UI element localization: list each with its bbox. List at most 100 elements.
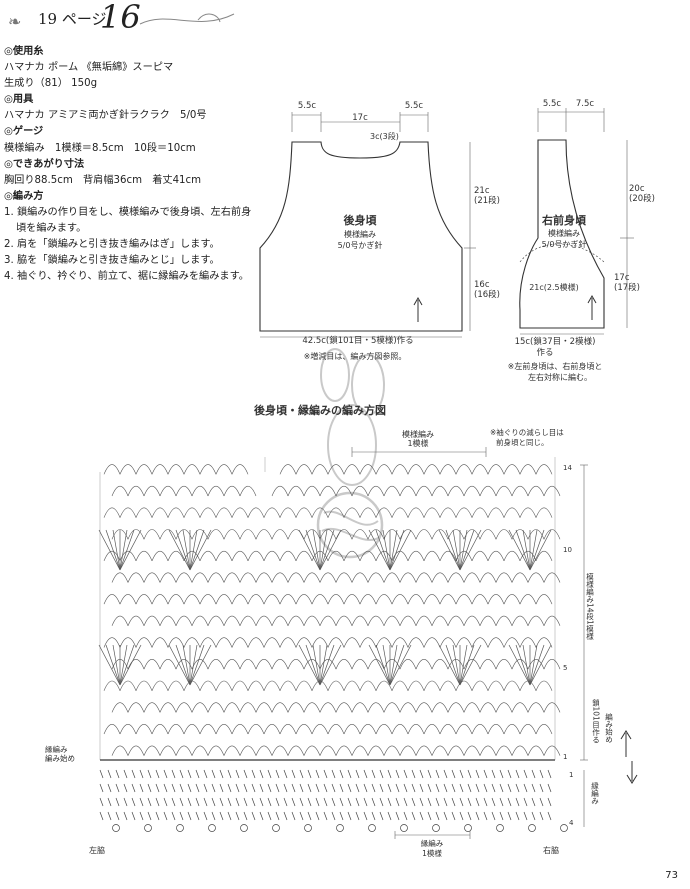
- chain-arch: [223, 529, 241, 540]
- chain-arch: [543, 702, 561, 713]
- tools-title: ◎用具: [4, 94, 34, 106]
- edging-stitch: [387, 769, 392, 779]
- edging-stitch: [427, 797, 432, 807]
- chain-arch: [215, 464, 233, 475]
- edging-stitch: [131, 797, 136, 807]
- edging-stitch: [243, 783, 248, 793]
- chain-arch: [463, 745, 481, 756]
- edging-stitch: [147, 769, 152, 779]
- picot: [336, 824, 344, 832]
- chain-arch: [319, 485, 337, 497]
- pineapple-fan-stitch: [312, 529, 321, 571]
- edging-stitch: [483, 769, 488, 779]
- edging-stitch: [243, 797, 248, 807]
- garment-schematics: 5.5c 5.5c 17c 3c(3段) 後身頃 模様編み 5/0号かぎ針 21…: [259, 99, 655, 382]
- chain-arch: [151, 507, 169, 518]
- chain-arch: [319, 702, 337, 713]
- chain-arch: [351, 745, 369, 756]
- edging-stitch: [211, 783, 216, 793]
- chain-arch: [415, 615, 433, 626]
- edging-stitch: [267, 783, 272, 793]
- chain-arch: [423, 464, 441, 475]
- chain-arch: [247, 724, 265, 735]
- edging-stitch: [475, 811, 480, 821]
- chain-arch: [119, 550, 137, 562]
- back-dim-body-rows: (16段): [474, 289, 500, 300]
- crochet-chart: 後身頃・縁編みの編み方図 模様編み 1模様 ※袖ぐりの減らし目は 前身頃と同じ。…: [45, 403, 638, 858]
- edging-stitch: [523, 811, 528, 821]
- chain-arch: [175, 529, 193, 540]
- chain-arch: [423, 637, 441, 648]
- edging-stitch: [499, 769, 504, 779]
- chain-arch: [391, 550, 409, 562]
- chain-arch: [343, 464, 361, 475]
- chain-arch: [239, 615, 257, 626]
- chain-arch: [231, 464, 249, 475]
- chain-arch: [279, 680, 297, 691]
- edging-stitch: [499, 783, 504, 793]
- edging-stitch: [219, 769, 224, 779]
- edging-stitch: [211, 797, 216, 807]
- edging-stitch: [411, 783, 416, 793]
- pineapple-fan-stitch: [298, 644, 321, 686]
- pineapple-fan-stitch: [445, 644, 461, 686]
- stitch-pattern: [98, 457, 568, 832]
- side-label-edging: 縁編み: [590, 781, 599, 805]
- edging-stitch: [227, 797, 232, 807]
- chain-arch: [455, 550, 473, 562]
- chain-arch: [215, 507, 233, 518]
- pineapple-fan-stitch: [529, 644, 545, 686]
- picot: [208, 824, 216, 832]
- edging-stitch: [459, 769, 464, 779]
- chain-arch: [199, 464, 217, 475]
- pineapple-fan-stitch: [119, 644, 128, 686]
- chain-arch: [423, 507, 441, 518]
- left-side-label: 左脇: [89, 845, 105, 855]
- front-dim-lower-rows: (17段): [614, 282, 640, 293]
- front-panel-note: ※左前身頃は、右前身頃と: [508, 361, 603, 371]
- edging-stitch: [379, 811, 384, 821]
- chain-arch: [399, 745, 417, 756]
- page-number: 73: [665, 870, 678, 881]
- edge-row-number-1: 1: [569, 771, 573, 779]
- chain-arch: [399, 485, 417, 497]
- edging-stitch: [411, 797, 416, 807]
- chain-arch: [119, 637, 137, 648]
- edging-stitch: [171, 797, 176, 807]
- chain-arch: [207, 745, 225, 756]
- chain-arch: [319, 615, 337, 626]
- chain-arch: [351, 485, 369, 497]
- chain-arch: [535, 637, 553, 648]
- chain-arch: [279, 464, 297, 475]
- edging-stitch: [187, 797, 192, 807]
- edging-stitch: [251, 797, 256, 807]
- chain-arch: [127, 702, 145, 713]
- edging-stitch: [427, 811, 432, 821]
- chain-arch: [199, 680, 217, 691]
- edging-stitch: [435, 783, 440, 793]
- edging-stitch: [299, 783, 304, 793]
- edging-stitch: [475, 783, 480, 793]
- yarn-line: ハマナカ ポーム 《無垢綿》スーピマ: [4, 62, 174, 74]
- edging-stitch: [99, 811, 104, 821]
- edging-stitch: [395, 811, 400, 821]
- chain-arch: [103, 464, 121, 475]
- pineapple-fan-stitch: [105, 644, 121, 686]
- edging-stitch: [347, 769, 352, 779]
- edging-stitch: [419, 797, 424, 807]
- chain-arch: [159, 615, 177, 626]
- chain-arch: [503, 507, 521, 518]
- pineapple-fan-stitch: [189, 529, 198, 571]
- chain-arch: [463, 529, 481, 540]
- edging-stitch: [427, 783, 432, 793]
- chain-arch: [319, 745, 337, 756]
- chain-arch: [287, 659, 305, 670]
- chain-arch: [527, 702, 545, 713]
- edging-stitch: [475, 797, 480, 807]
- chain-arch: [327, 637, 345, 648]
- edging-stitch: [459, 783, 464, 793]
- chain-arch: [231, 680, 249, 691]
- chain-arch: [431, 702, 449, 713]
- edging-stitch: [299, 797, 304, 807]
- chain-arch: [223, 702, 241, 713]
